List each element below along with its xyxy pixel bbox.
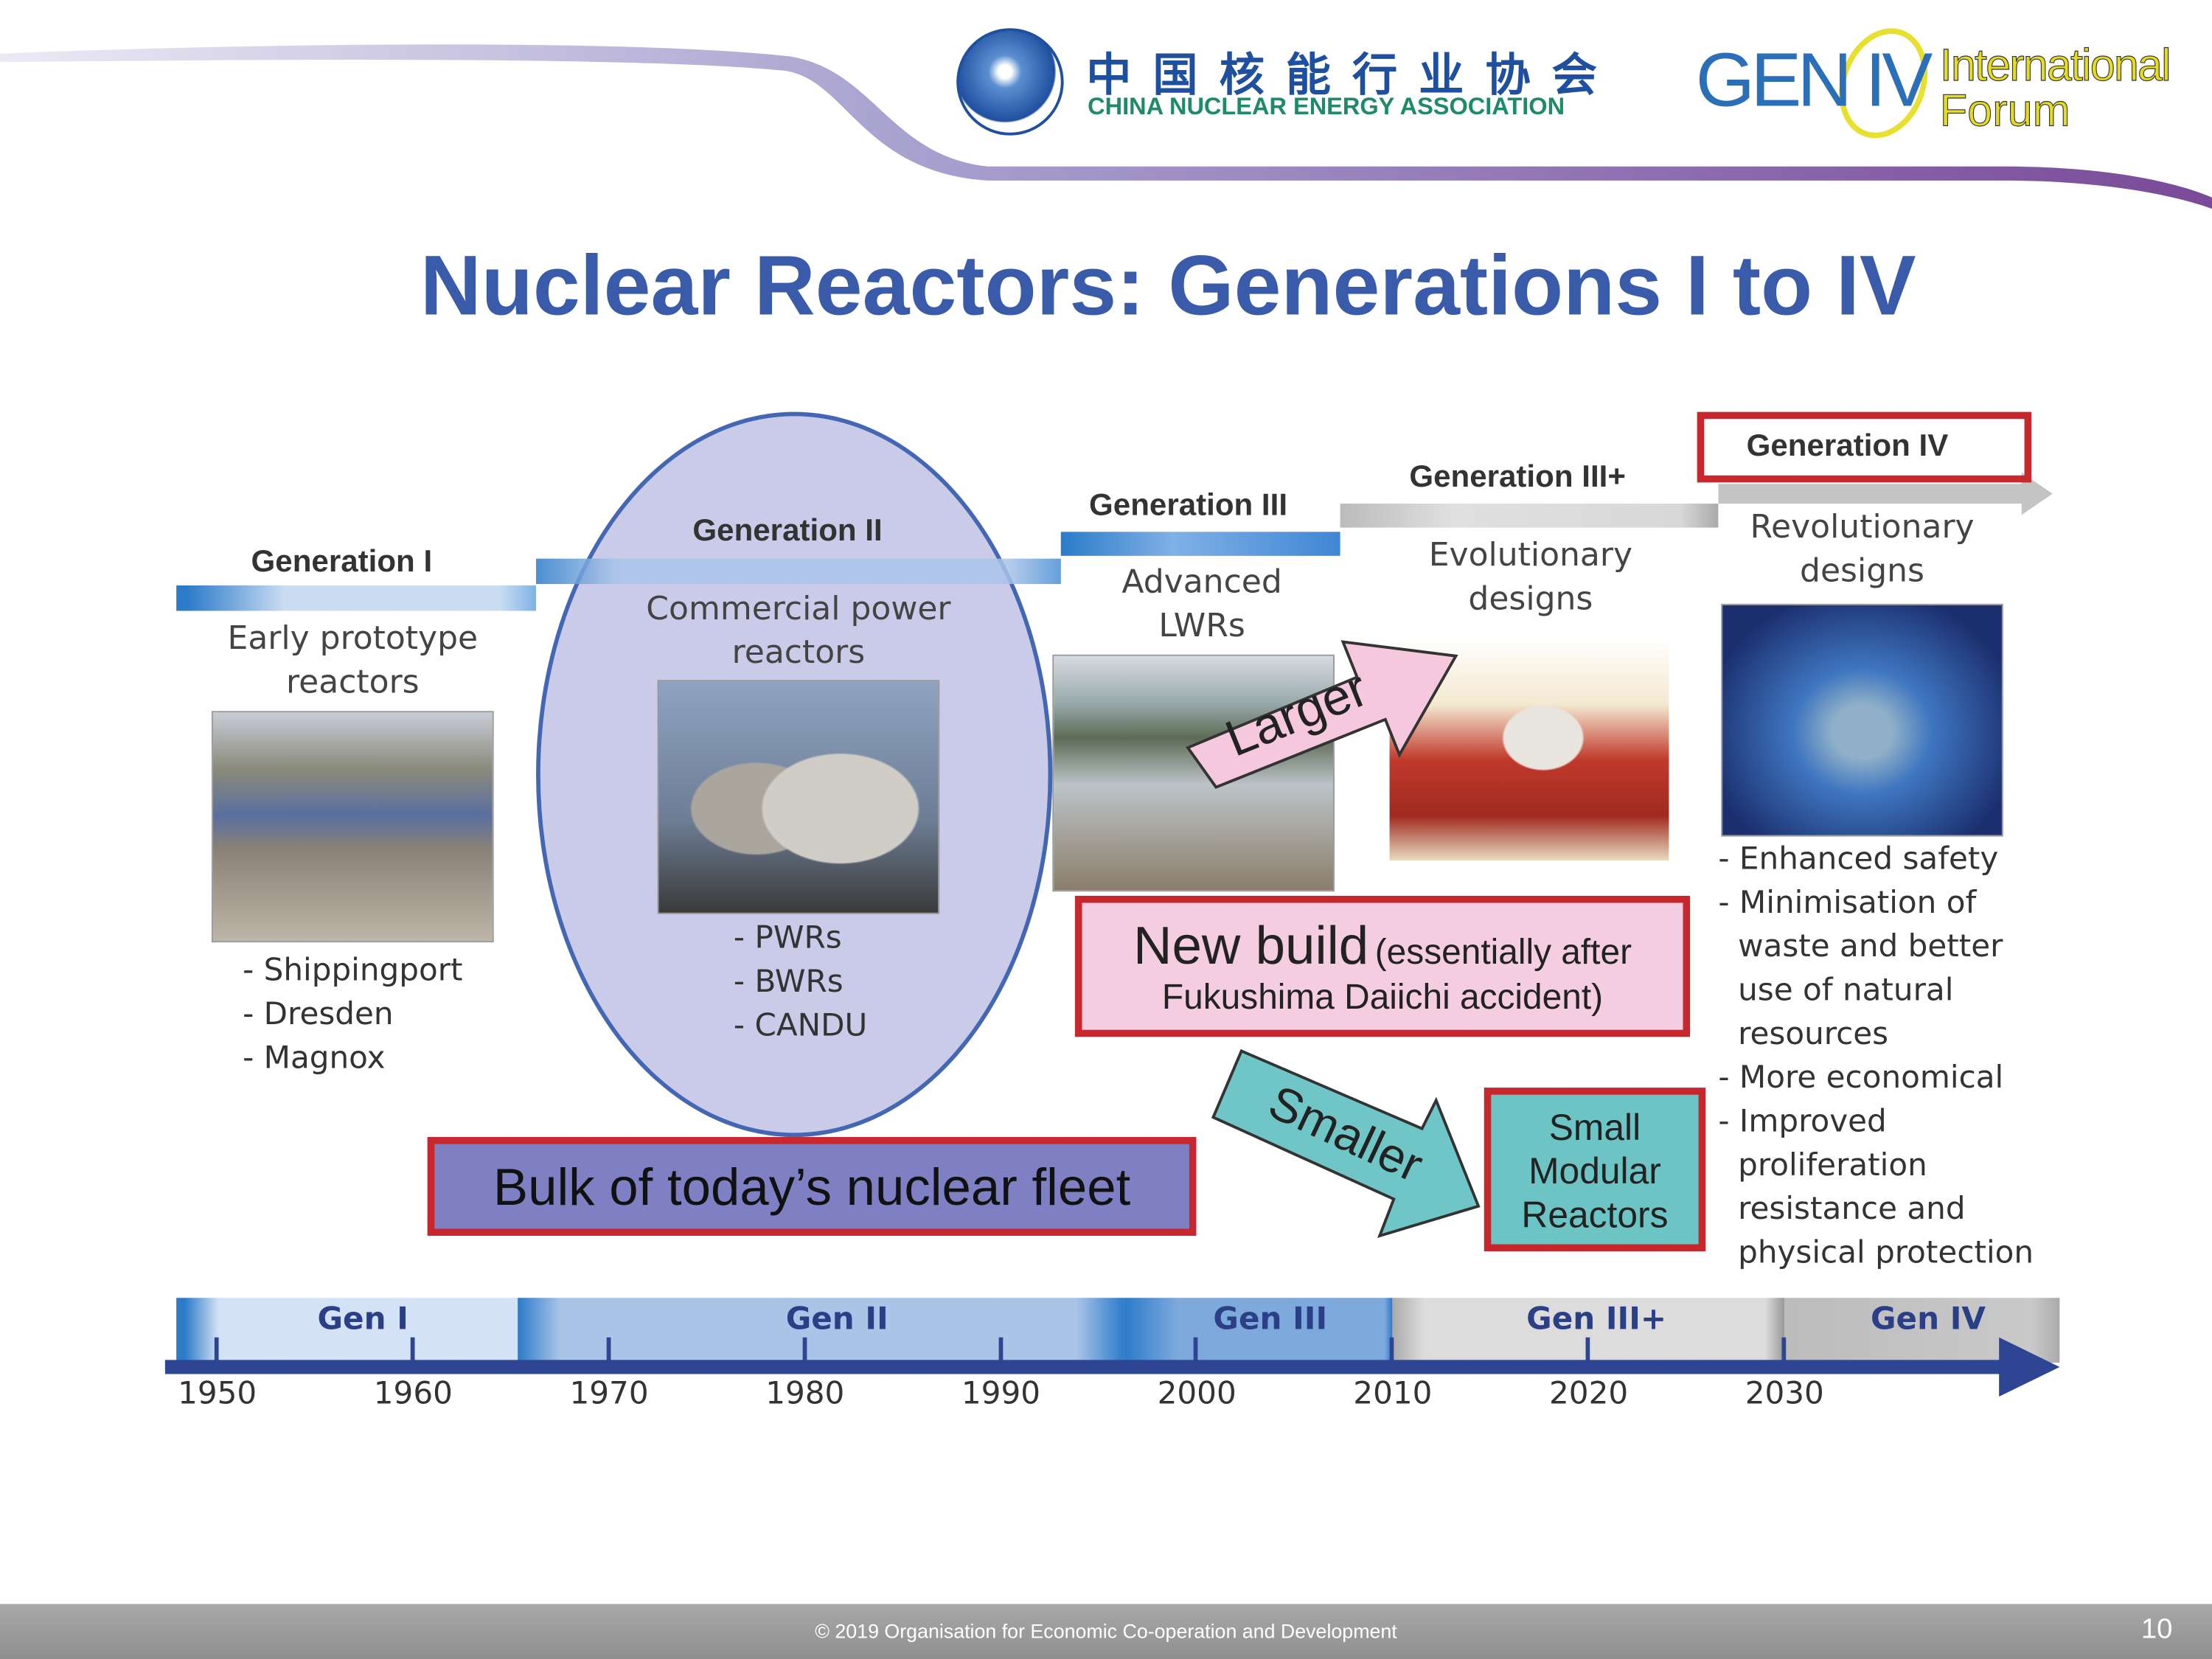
timeline-tick xyxy=(410,1337,415,1363)
timeline-label-gen-iii: Gen III xyxy=(1213,1301,1328,1338)
header-swoosh xyxy=(0,44,2212,209)
gen-ii-examples: - PWRs- BWRs- CANDU xyxy=(733,921,868,1044)
page-number: 10 xyxy=(2140,1613,2173,1645)
timeline-year-label: 1950 xyxy=(178,1377,257,1413)
timeline-tick xyxy=(1194,1337,1199,1363)
copyright: © 2019 Organisation for Economic Co-oper… xyxy=(815,1619,1397,1643)
gen-i-bar xyxy=(176,585,537,611)
gen-iii-bar xyxy=(1060,532,1340,556)
timeline-label-gen-i: Gen I xyxy=(317,1301,408,1338)
gen-ii-reactor-photo xyxy=(657,680,940,914)
cnea-english-name: CHINA NUCLEAR ENERGY ASSOCIATION xyxy=(1088,93,1565,120)
gen-i-examples: - Shippingport- Dresden- Magnox xyxy=(243,953,463,1077)
smaller-arrow-icon xyxy=(1211,1048,1481,1238)
gen-iv-goals: - Enhanced safety- Minimisation of waste… xyxy=(1718,842,2034,1271)
timeline-band-gen-ii xyxy=(518,1298,1124,1363)
footer-bar: © 2019 Organisation for Economic Co-oper… xyxy=(0,1604,2212,1659)
cnea-chinese-name: 中 国 核 能 行 业 协 会 xyxy=(1086,48,1600,102)
timeline-band-gen-i xyxy=(176,1298,537,1363)
larger-arrow: Larger xyxy=(1174,607,1470,790)
timeline-tick xyxy=(998,1337,1003,1363)
timeline-band-gen-iii xyxy=(1124,1298,1393,1363)
gen-iv-label: Generation IV xyxy=(1746,427,1949,463)
geniv-forum: Forum xyxy=(1939,84,2070,136)
new-build-callout: New build (essentially after Fukushima D… xyxy=(1074,895,1691,1037)
gen-iii-plus-label: Generation III+ xyxy=(1409,458,1626,494)
timeline-year-label: 1980 xyxy=(765,1377,845,1413)
timeline-tick xyxy=(214,1337,219,1363)
timeline-year-label: 1990 xyxy=(961,1377,1041,1413)
gen-ii-bar xyxy=(536,558,1061,585)
page-title: Nuclear Reactors: Generations I to IV xyxy=(420,238,1916,333)
timeline: 1950 1960 1970 1980 1990 2000 2010 2020 2030 Gen… xyxy=(164,1295,2062,1422)
timeline-year-label: 1960 xyxy=(373,1377,453,1413)
timeline-year-label: 2010 xyxy=(1353,1377,1433,1413)
timeline-arrowhead-icon xyxy=(1999,1337,2060,1397)
timeline-label-gen-ii: Gen II xyxy=(785,1301,888,1338)
gen-iii-plant-photo xyxy=(1052,654,1335,892)
gen-iii-plus-bar xyxy=(1340,504,1719,528)
timeline-tick xyxy=(1390,1337,1394,1363)
gen-iii-label: Generation III xyxy=(1089,487,1288,522)
timeline-label-gen-iv: Gen IV xyxy=(1870,1301,1986,1338)
geniv-international: International xyxy=(1939,39,2171,91)
gen-iv-arrow xyxy=(1718,472,2053,515)
timeline-year-label: 1970 xyxy=(569,1377,649,1413)
shippingport-photo xyxy=(211,711,494,943)
larger-arrow-icon xyxy=(1186,640,1458,789)
cnea-emblem xyxy=(956,28,1064,136)
gen-i-label: Generation I xyxy=(251,543,433,579)
timeline-tick xyxy=(606,1337,611,1363)
timeline-year-label: 2030 xyxy=(1745,1377,1824,1413)
timeline-year-label: 2020 xyxy=(1549,1377,1629,1413)
gen-ii-label: Generation II xyxy=(692,512,883,548)
timeline-tick xyxy=(1781,1337,1787,1363)
gen-iv-label-box xyxy=(1697,411,2032,483)
timeline-tick xyxy=(801,1337,807,1363)
bulk-fleet-callout: Bulk of today’s nuclear fleet xyxy=(427,1137,1197,1237)
gen-iv-render xyxy=(1721,603,2003,837)
timeline-tick xyxy=(1585,1337,1590,1363)
geniv-orbit-icon xyxy=(1839,28,1928,139)
geniv-logo: GEN IV International Forum xyxy=(1693,25,2187,141)
timeline-label-gen-iii-plus: Gen III+ xyxy=(1526,1301,1667,1338)
timeline-year-label: 2000 xyxy=(1157,1377,1237,1413)
timeline-axis xyxy=(164,1360,2014,1374)
smaller-arrow: Smaller xyxy=(1211,1044,1486,1242)
